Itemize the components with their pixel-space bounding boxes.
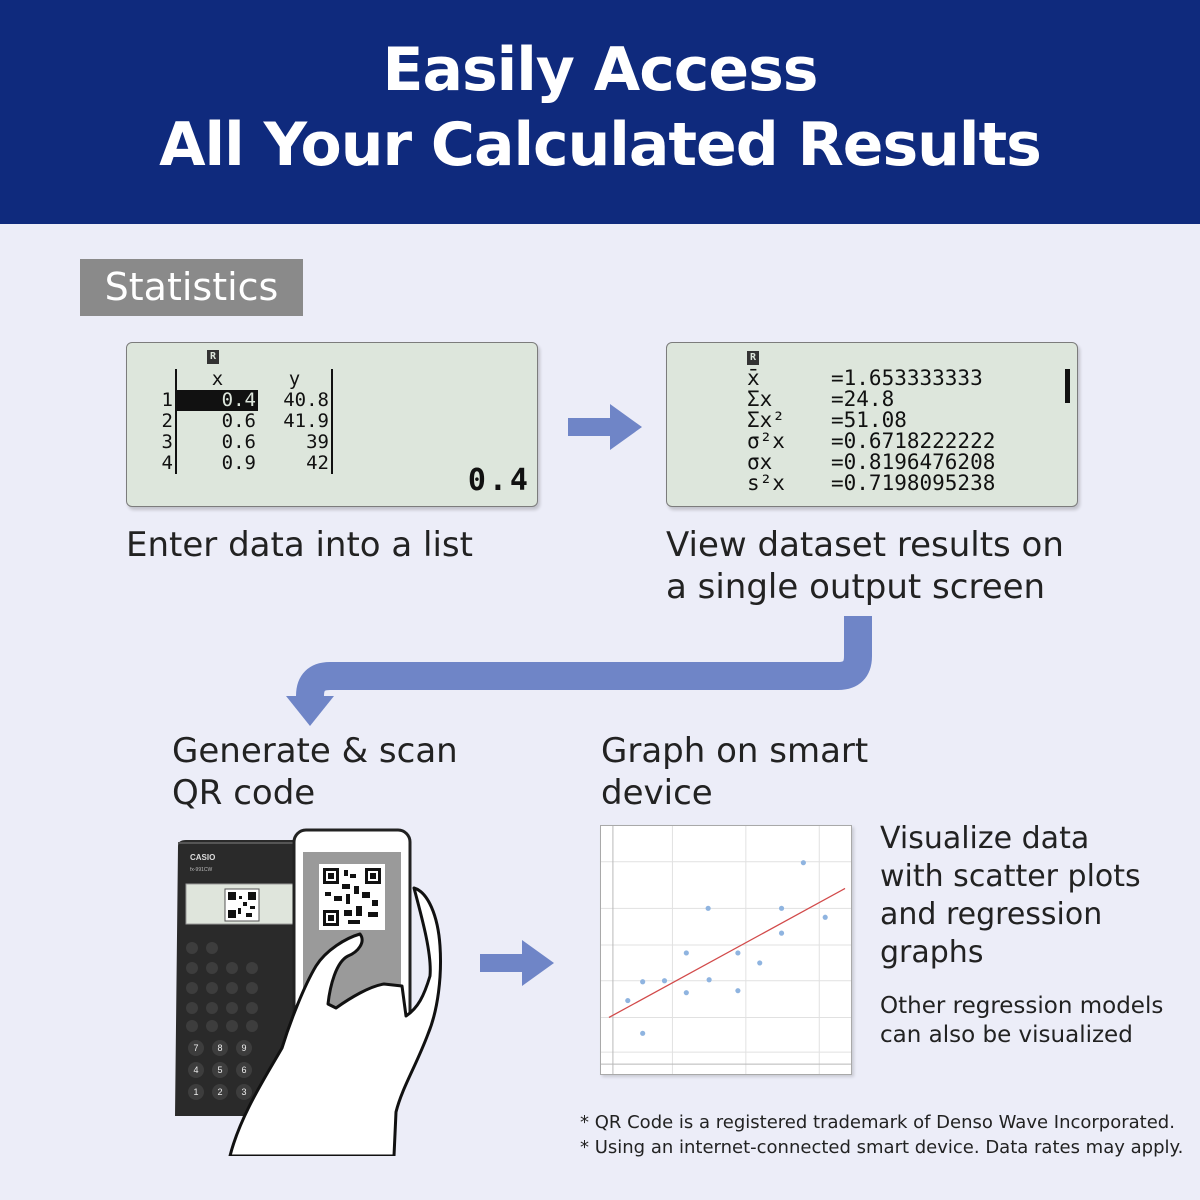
- title-line-1: Easily Access: [382, 35, 818, 105]
- row-index: 4: [161, 452, 173, 474]
- stat-header-row: x y: [155, 369, 333, 390]
- results-list: x̄ =1.653333333 Σx =24.8 Σx² =51.08 σ²x =0.6…: [747, 368, 995, 494]
- stat-row: 1 0.4 40.8: [155, 390, 333, 411]
- section-label-statistics: Statistics: [80, 259, 303, 316]
- other-line-2: can also be visualized: [880, 1022, 1133, 1048]
- visualize-line-4: graphs: [880, 935, 984, 970]
- result-value: =1.653333333: [831, 366, 983, 390]
- result-value: =0.8196476208: [831, 450, 996, 474]
- other-line-1: Other regression models: [880, 993, 1164, 1019]
- calculator-model: fx-991CW: [190, 867, 213, 873]
- visualize-line-3: and regression: [880, 897, 1103, 932]
- radian-indicator: R: [747, 351, 759, 365]
- caption-graph-line-2: device: [601, 773, 713, 813]
- radian-indicator: R: [207, 350, 219, 364]
- visualize-line-2: with scatter plots: [880, 859, 1141, 894]
- selected-value-display: 0.4: [467, 463, 531, 498]
- result-row: x̄ =1.653333333: [747, 368, 995, 389]
- result-row: Σx² =51.08: [747, 410, 995, 431]
- svg-text:6: 6: [241, 1065, 246, 1075]
- caption-view-line-2: a single output screen: [666, 567, 1046, 607]
- result-row: Σx =24.8: [747, 389, 995, 410]
- row-index: 3: [161, 431, 173, 453]
- svg-text:1: 1: [193, 1087, 198, 1097]
- footnote-data-rates: * Using an internet-connected smart devi…: [580, 1137, 1184, 1158]
- cell-x: 0.6: [175, 411, 258, 432]
- result-row: σx =0.8196476208: [747, 452, 995, 473]
- result-row: s²x =0.7198095238: [747, 473, 995, 494]
- column-header-y: y: [258, 369, 333, 390]
- row-index: 2: [161, 410, 173, 432]
- dataset-results-screen: R x̄ =1.653333333 Σx =24.8 Σx² =51.08 σ²x =0…: [666, 342, 1078, 507]
- cell-x-selected: 0.4: [175, 390, 258, 411]
- scatter-regression-graph: [600, 825, 852, 1075]
- svg-text:5: 5: [217, 1065, 222, 1075]
- footnote-qr-trademark: * QR Code is a registered trademark of D…: [580, 1112, 1175, 1133]
- cell-x: 0.6: [175, 432, 258, 453]
- result-value: =51.08: [831, 408, 907, 432]
- result-symbol: x̄: [747, 366, 760, 390]
- arrow-right-icon: [480, 940, 554, 986]
- caption-qr-line-2: QR code: [172, 773, 316, 813]
- caption-qr: Generate & scan QR code: [172, 730, 458, 814]
- result-row: σ²x =0.6718222222: [747, 431, 995, 452]
- calculator-image: CASIO fx-991CW 7 8 9 4 5 6 1 2 3: [175, 840, 320, 1116]
- visualize-line-1: Visualize data: [880, 821, 1090, 856]
- stat-row: 2 0.6 41.9: [155, 411, 333, 432]
- column-header-x: x: [175, 369, 258, 390]
- svg-text:4: 4: [193, 1065, 198, 1075]
- arrow-right-icon: [568, 404, 642, 450]
- result-value: =0.6718222222: [831, 429, 996, 453]
- row-index: 1: [161, 389, 173, 411]
- caption-graph: Graph on smart device: [601, 730, 868, 814]
- cell-y: 42: [258, 453, 333, 474]
- cell-y: 40.8: [258, 390, 333, 411]
- result-symbol: Σx: [747, 387, 773, 411]
- visualize-description: Visualize data with scatter plots and re…: [880, 820, 1141, 972]
- list-entry-screen: R x y 1 0.4 40.8 2 0.6 41.9 3 0.6 39 4 0…: [126, 342, 538, 507]
- caption-view-results: View dataset results on a single output …: [666, 524, 1136, 608]
- regression-line: [608, 887, 846, 1019]
- cell-y: 41.9: [258, 411, 333, 432]
- result-symbol: σ²x: [747, 429, 785, 453]
- other-models-note: Other regression models can also be visu…: [880, 992, 1163, 1050]
- cell-y: 39: [258, 432, 333, 453]
- cell-x: 0.9: [175, 453, 258, 474]
- svg-text:8: 8: [217, 1043, 222, 1053]
- caption-enter-data: Enter data into a list: [126, 525, 473, 565]
- curved-arrow-icon: [286, 616, 872, 726]
- result-symbol: Σx²: [747, 408, 785, 432]
- svg-text:7: 7: [193, 1043, 198, 1053]
- stat-row: 4 0.9 42: [155, 453, 333, 474]
- footnotes: * QR Code is a registered trademark of D…: [580, 1110, 1183, 1160]
- caption-view-line-1: View dataset results on: [666, 525, 1064, 565]
- stat-list-table: x y 1 0.4 40.8 2 0.6 41.9 3 0.6 39 4 0.9…: [155, 369, 333, 474]
- svg-text:3: 3: [241, 1087, 246, 1097]
- result-symbol: s²x: [747, 471, 785, 495]
- caption-qr-line-1: Generate & scan: [172, 731, 458, 771]
- scatter-points: [625, 860, 828, 1036]
- result-symbol: σx: [747, 450, 773, 474]
- result-value: =0.7198095238: [831, 471, 996, 495]
- svg-text:9: 9: [241, 1043, 246, 1053]
- calculator-brand: CASIO: [190, 853, 215, 862]
- header-banner: Easily Access All Your Calculated Result…: [0, 0, 1200, 224]
- scrollbar-indicator: [1065, 369, 1070, 403]
- stat-row: 3 0.6 39: [155, 432, 333, 453]
- calculator-phone-illustration: CASIO fx-991CW 7 8 9 4 5 6 1 2 3: [175, 828, 442, 1156]
- hand-image: [228, 886, 442, 1156]
- svg-text:2: 2: [217, 1087, 222, 1097]
- caption-graph-line-1: Graph on smart: [601, 731, 869, 771]
- title-line-2: All Your Calculated Results: [159, 110, 1042, 180]
- result-value: =24.8: [831, 387, 895, 411]
